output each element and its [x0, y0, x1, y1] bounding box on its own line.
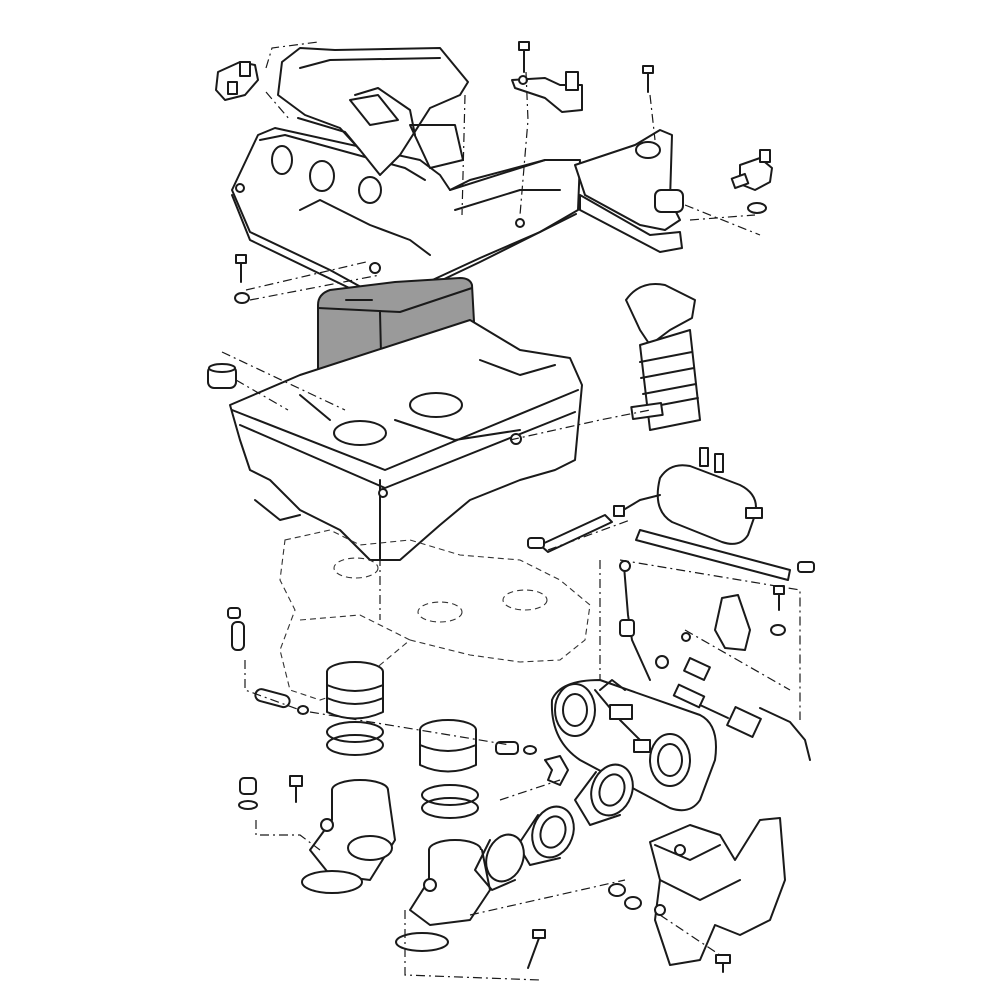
- bolt-icon: [773, 585, 785, 611]
- vacuum-tube-short: [227, 607, 245, 651]
- o-ring-icon: [747, 202, 767, 214]
- airbox-lid: [231, 127, 581, 301]
- clamp-bracket-upper-left: [215, 61, 259, 101]
- engine-outline-ghost: [279, 529, 591, 701]
- throttle-body-assembly: [550, 679, 717, 812]
- grommet-icon: [608, 883, 642, 910]
- breather-hose-elbow: [625, 283, 701, 431]
- fuel-hose: [539, 514, 791, 581]
- bolt-icon: [235, 254, 247, 283]
- grommet-icon: [238, 777, 258, 810]
- lid-bracket-right: [511, 71, 583, 113]
- o-ring-icon: [395, 932, 449, 952]
- intake-boot-right-a: [574, 763, 634, 826]
- mounting-bracket: [714, 594, 751, 651]
- intake-duct-upper: [277, 47, 469, 176]
- vacuum-connector: [495, 741, 537, 755]
- throttle-cover: [649, 817, 786, 966]
- bolt-icon: [527, 929, 546, 969]
- lid-stay-bracket: [574, 129, 684, 253]
- bolt-icon: [715, 954, 731, 973]
- choke-cable: [619, 560, 651, 681]
- intake-manifold-middle: [409, 839, 491, 926]
- intake-boot-right-b: [517, 805, 575, 866]
- vacuum-elbow: [544, 755, 569, 786]
- washer-icon: [234, 292, 250, 304]
- bolt-icon: [518, 41, 530, 73]
- hose-clamp-icon: [326, 721, 384, 756]
- bolt-icon: [642, 65, 654, 93]
- o-ring-icon: [301, 870, 363, 894]
- washer-icon: [770, 624, 786, 636]
- hose-clamp-icon: [421, 784, 479, 819]
- intake-boot-left: [326, 661, 384, 720]
- fuel-pump: [613, 447, 763, 545]
- hose-clamp-icon: [527, 537, 545, 549]
- vacuum-fitting: [730, 149, 773, 191]
- idle-adjuster-parts: [655, 632, 811, 761]
- bolt-icon: [289, 775, 303, 803]
- intake-manifold-left: [309, 779, 396, 881]
- assembly-leader-lines: [221, 41, 801, 981]
- grommet-icon: [207, 363, 237, 389]
- vacuum-tube-long: [254, 688, 309, 715]
- intake-boot-middle: [419, 719, 477, 773]
- airbox-lower-case: [229, 319, 583, 561]
- intake-boot-right-c: [474, 833, 525, 891]
- hose-clamp-icon: [797, 561, 815, 573]
